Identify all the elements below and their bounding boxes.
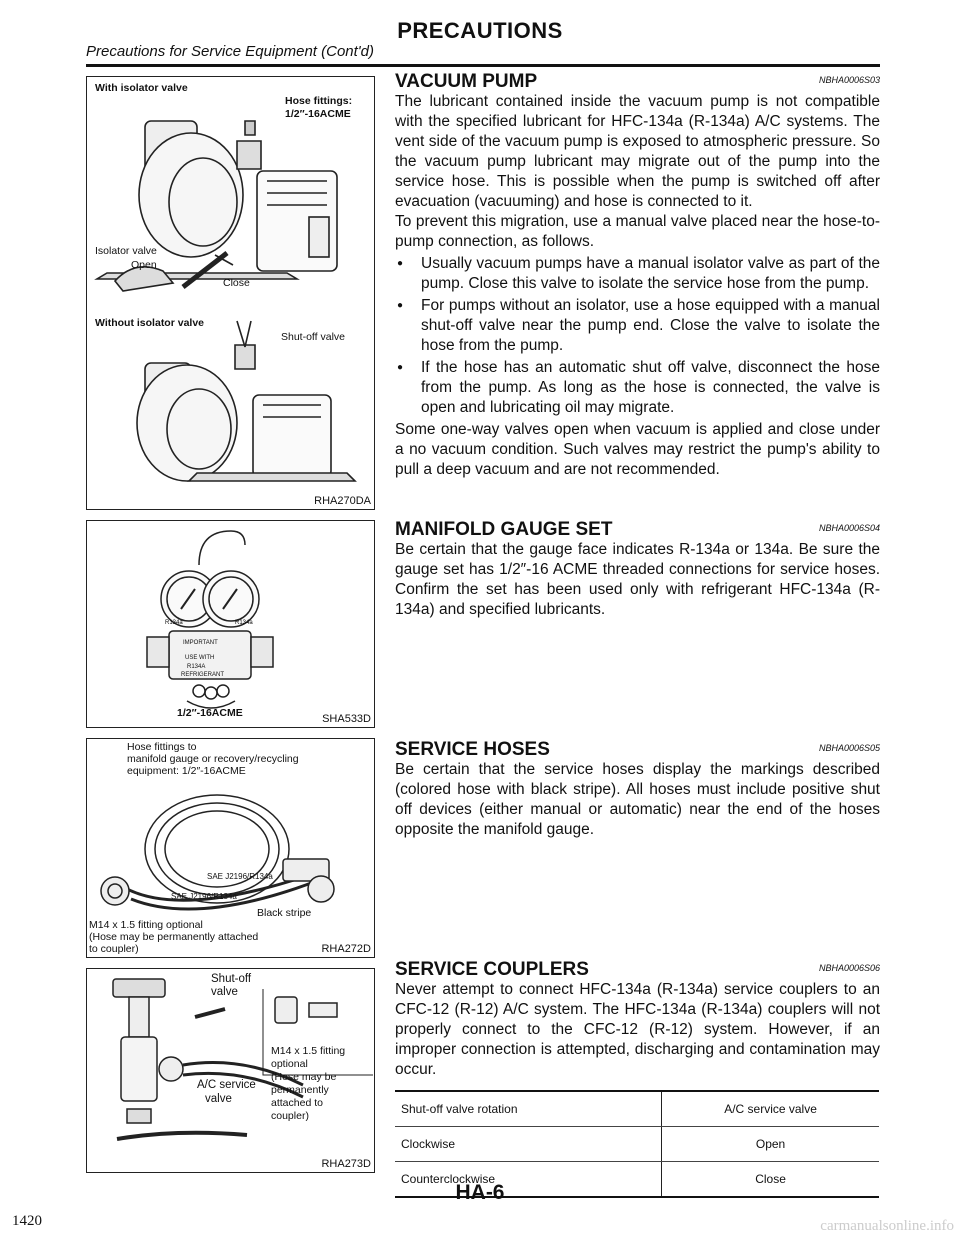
table-header-cell: Shut-off valve rotation xyxy=(395,1090,662,1127)
section-code: NBHA0006S04 xyxy=(818,523,880,533)
page-title: PRECAUTIONS xyxy=(397,18,563,43)
paragraph: Be certain that the gauge face indicates… xyxy=(395,541,880,618)
label-sae-2: SAE J2196/R134a xyxy=(171,892,237,901)
heading-text: SERVICE COUPLERS xyxy=(395,959,589,980)
section-code: NBHA0006S06 xyxy=(818,963,880,973)
paragraph: To prevent this migration, use a manual … xyxy=(395,213,880,250)
section-manifold-gauge: MANIFOLD GAUGE SET NBHA0006S04 Be certai… xyxy=(395,518,880,620)
tag-important: IMPORTANT xyxy=(183,640,218,646)
page-number: 1420 xyxy=(12,1213,42,1229)
table-header-row: Shut-off valve rotation A/C service valv… xyxy=(395,1090,879,1127)
table-cell: Open xyxy=(661,1126,879,1162)
label-shutoff-valve: Shut-off valve xyxy=(281,331,346,343)
label-with-isolator: With isolator valve xyxy=(95,82,188,94)
label-ac-service-2: valve xyxy=(205,1093,232,1105)
label-open: Open xyxy=(131,259,157,271)
label-black-stripe: Black stripe xyxy=(257,907,312,919)
figure-ref: RHA270DA xyxy=(314,495,371,507)
gauge-label-left: R134a xyxy=(165,620,183,626)
vacuum-pump-illustration xyxy=(94,120,357,482)
figure-service-coupler: Shut-off valve A/C service valve M14 x 1… xyxy=(86,968,375,1173)
tag-refrigerant: REFRIGERANT xyxy=(181,672,225,678)
label-acme-size: 1/2″-16ACME xyxy=(177,707,243,719)
bullet-list: Usually vacuum pumps have a manual isola… xyxy=(395,254,880,418)
label-m14-1: M14 x 1.5 fitting optional xyxy=(89,919,203,931)
paragraph: The lubricant contained inside the vacuu… xyxy=(395,93,880,210)
paragraph: Never attempt to connect HFC-134a (R-134… xyxy=(395,981,880,1078)
manifold-gauge-illustration xyxy=(146,530,274,709)
section-service-hoses: SERVICE HOSES NBHA0006S05 Be certain tha… xyxy=(395,738,880,840)
table-header-cell: A/C service valve xyxy=(661,1090,879,1127)
label-shutoff-2: valve xyxy=(211,986,238,998)
service-hose-illustration xyxy=(100,794,335,911)
figure-vacuum-pump: With isolator valve Hose fittings: 1/2″-… xyxy=(86,76,375,510)
tag-r134a: R134A xyxy=(187,664,206,670)
bullet-item: Usually vacuum pumps have a manual isola… xyxy=(395,254,880,294)
valve-rotation-table: Shut-off valve rotation A/C service valv… xyxy=(395,1090,879,1198)
header-rule xyxy=(86,64,880,67)
section-heading: MANIFOLD GAUGE SET NBHA0006S04 xyxy=(395,518,880,540)
heading-text: SERVICE HOSES xyxy=(395,739,550,760)
label-ac-service-1: A/C service xyxy=(197,1079,256,1091)
table-row: Clockwise Open xyxy=(395,1126,879,1162)
section-service-couplers: SERVICE COUPLERS NBHA0006S06 Never attem… xyxy=(395,958,880,1198)
figure-ref: RHA272D xyxy=(321,943,371,955)
label-m14-6: coupler) xyxy=(271,1110,309,1122)
label-fittings-2: manifold gauge or recovery/recycling xyxy=(127,753,299,765)
section-code: NBHA0006S03 xyxy=(818,75,880,85)
label-m14-4: permanently xyxy=(271,1084,329,1096)
label-m14-5: attached to xyxy=(271,1097,323,1109)
paragraph: Some one-way valves open when vacuum is … xyxy=(395,421,880,478)
table-cell: Counterclockwise xyxy=(395,1161,662,1198)
label-isolator-valve: Isolator valve xyxy=(95,245,157,257)
section-heading: VACUUM PUMP NBHA0006S03 xyxy=(395,70,880,92)
label-m14-3: to coupler) xyxy=(89,943,139,955)
bullet-item: If the hose has an automatic shut off va… xyxy=(395,358,880,418)
section-vacuum-pump: VACUUM PUMP NBHA0006S03 The lubricant co… xyxy=(395,70,880,480)
label-fittings-3: equipment: 1/2″-16ACME xyxy=(127,765,246,777)
tag-use-with: USE WITH xyxy=(185,655,215,661)
gauge-label-right: R134a xyxy=(235,620,253,626)
section-code: NBHA0006S05 xyxy=(818,743,880,753)
label-sae-1: SAE J2196/R134a xyxy=(207,872,273,881)
heading-text: MANIFOLD GAUGE SET xyxy=(395,519,613,540)
figure-manifold-gauge: R134a R134a IMPORTANT USE WITH R134A REF… xyxy=(86,520,375,728)
label-without-isolator: Without isolator valve xyxy=(95,317,205,329)
label-hose-fittings-size: 1/2″-16ACME xyxy=(285,108,351,120)
bullet-item: For pumps without an isolator, use a hos… xyxy=(395,296,880,356)
label-close: Close xyxy=(223,277,250,289)
watermark: carmanualsonline.info xyxy=(820,1218,954,1234)
figure-ref: RHA273D xyxy=(321,1158,371,1170)
table-row: Counterclockwise Close xyxy=(395,1161,879,1198)
label-shutoff-1: Shut-off xyxy=(211,973,252,985)
paragraph: Be certain that the service hoses displa… xyxy=(395,761,880,838)
section-heading: SERVICE HOSES NBHA0006S05 xyxy=(395,738,880,760)
figure-service-hose: Hose fittings to manifold gauge or recov… xyxy=(86,738,375,958)
page-label: HA-6 xyxy=(455,1181,505,1204)
label-m14-1: M14 x 1.5 fitting xyxy=(271,1045,346,1057)
running-subtitle: Precautions for Service Equipment (Cont'… xyxy=(86,43,374,60)
label-m14-2: optional xyxy=(271,1058,308,1070)
label-m14-3: (Hose may be xyxy=(271,1071,337,1083)
table-cell: Close xyxy=(661,1161,879,1198)
label-hose-fittings: Hose fittings: xyxy=(285,95,353,107)
label-m14-2: (Hose may be permanently attached xyxy=(89,931,259,943)
service-coupler-illustration xyxy=(112,978,373,1141)
table-cell: Clockwise xyxy=(395,1126,662,1162)
heading-text: VACUUM PUMP xyxy=(395,71,538,92)
label-fittings-1: Hose fittings to xyxy=(127,741,197,753)
section-heading: SERVICE COUPLERS NBHA0006S06 xyxy=(395,958,880,980)
figure-ref: SHA533D xyxy=(322,713,371,725)
